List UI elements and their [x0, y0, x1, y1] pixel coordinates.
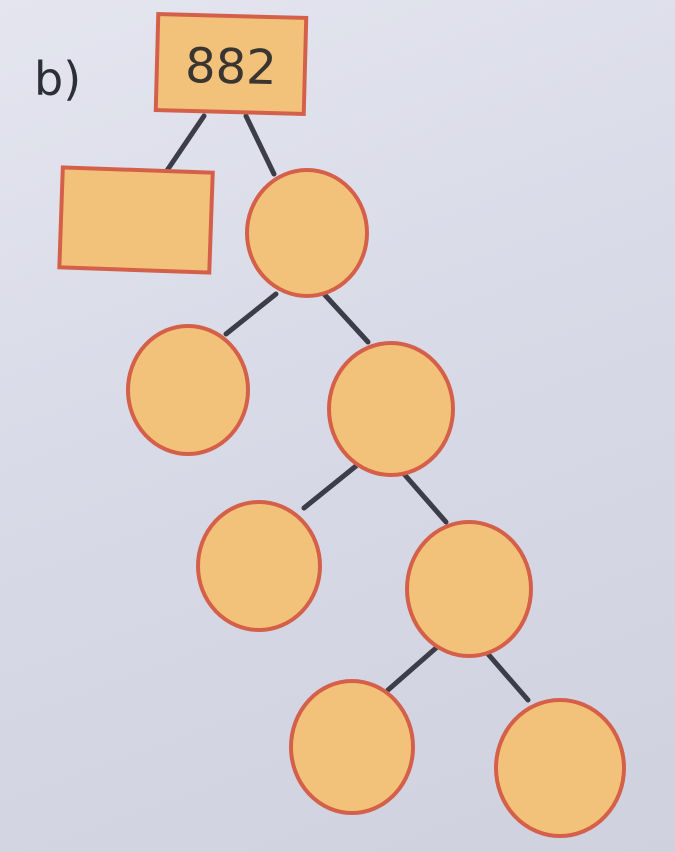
- root-node: 882: [153, 12, 309, 116]
- edge-level3-right: [485, 651, 531, 703]
- circle-node-level4-right[interactable]: [494, 698, 626, 838]
- answer-box-empty[interactable]: [57, 165, 215, 275]
- edge-level3-left: [385, 645, 439, 693]
- edge-level1-left: [223, 291, 279, 337]
- edge-level1-right: [321, 291, 371, 345]
- edge-root-right: [243, 113, 277, 177]
- edge-level2-right: [401, 471, 449, 525]
- circle-node-level3-right[interactable]: [405, 520, 533, 658]
- root-value: 882: [184, 38, 277, 96]
- circle-node-level1[interactable]: [245, 168, 369, 298]
- circle-node-level4-left[interactable]: [289, 679, 415, 815]
- circle-node-level3-left[interactable]: [196, 500, 322, 632]
- circle-node-level2-left[interactable]: [126, 324, 250, 456]
- edge-root-left: [163, 113, 207, 175]
- edge-level2-left: [301, 463, 359, 511]
- exercise-label: b): [34, 52, 81, 106]
- circle-node-level2-right[interactable]: [327, 341, 455, 477]
